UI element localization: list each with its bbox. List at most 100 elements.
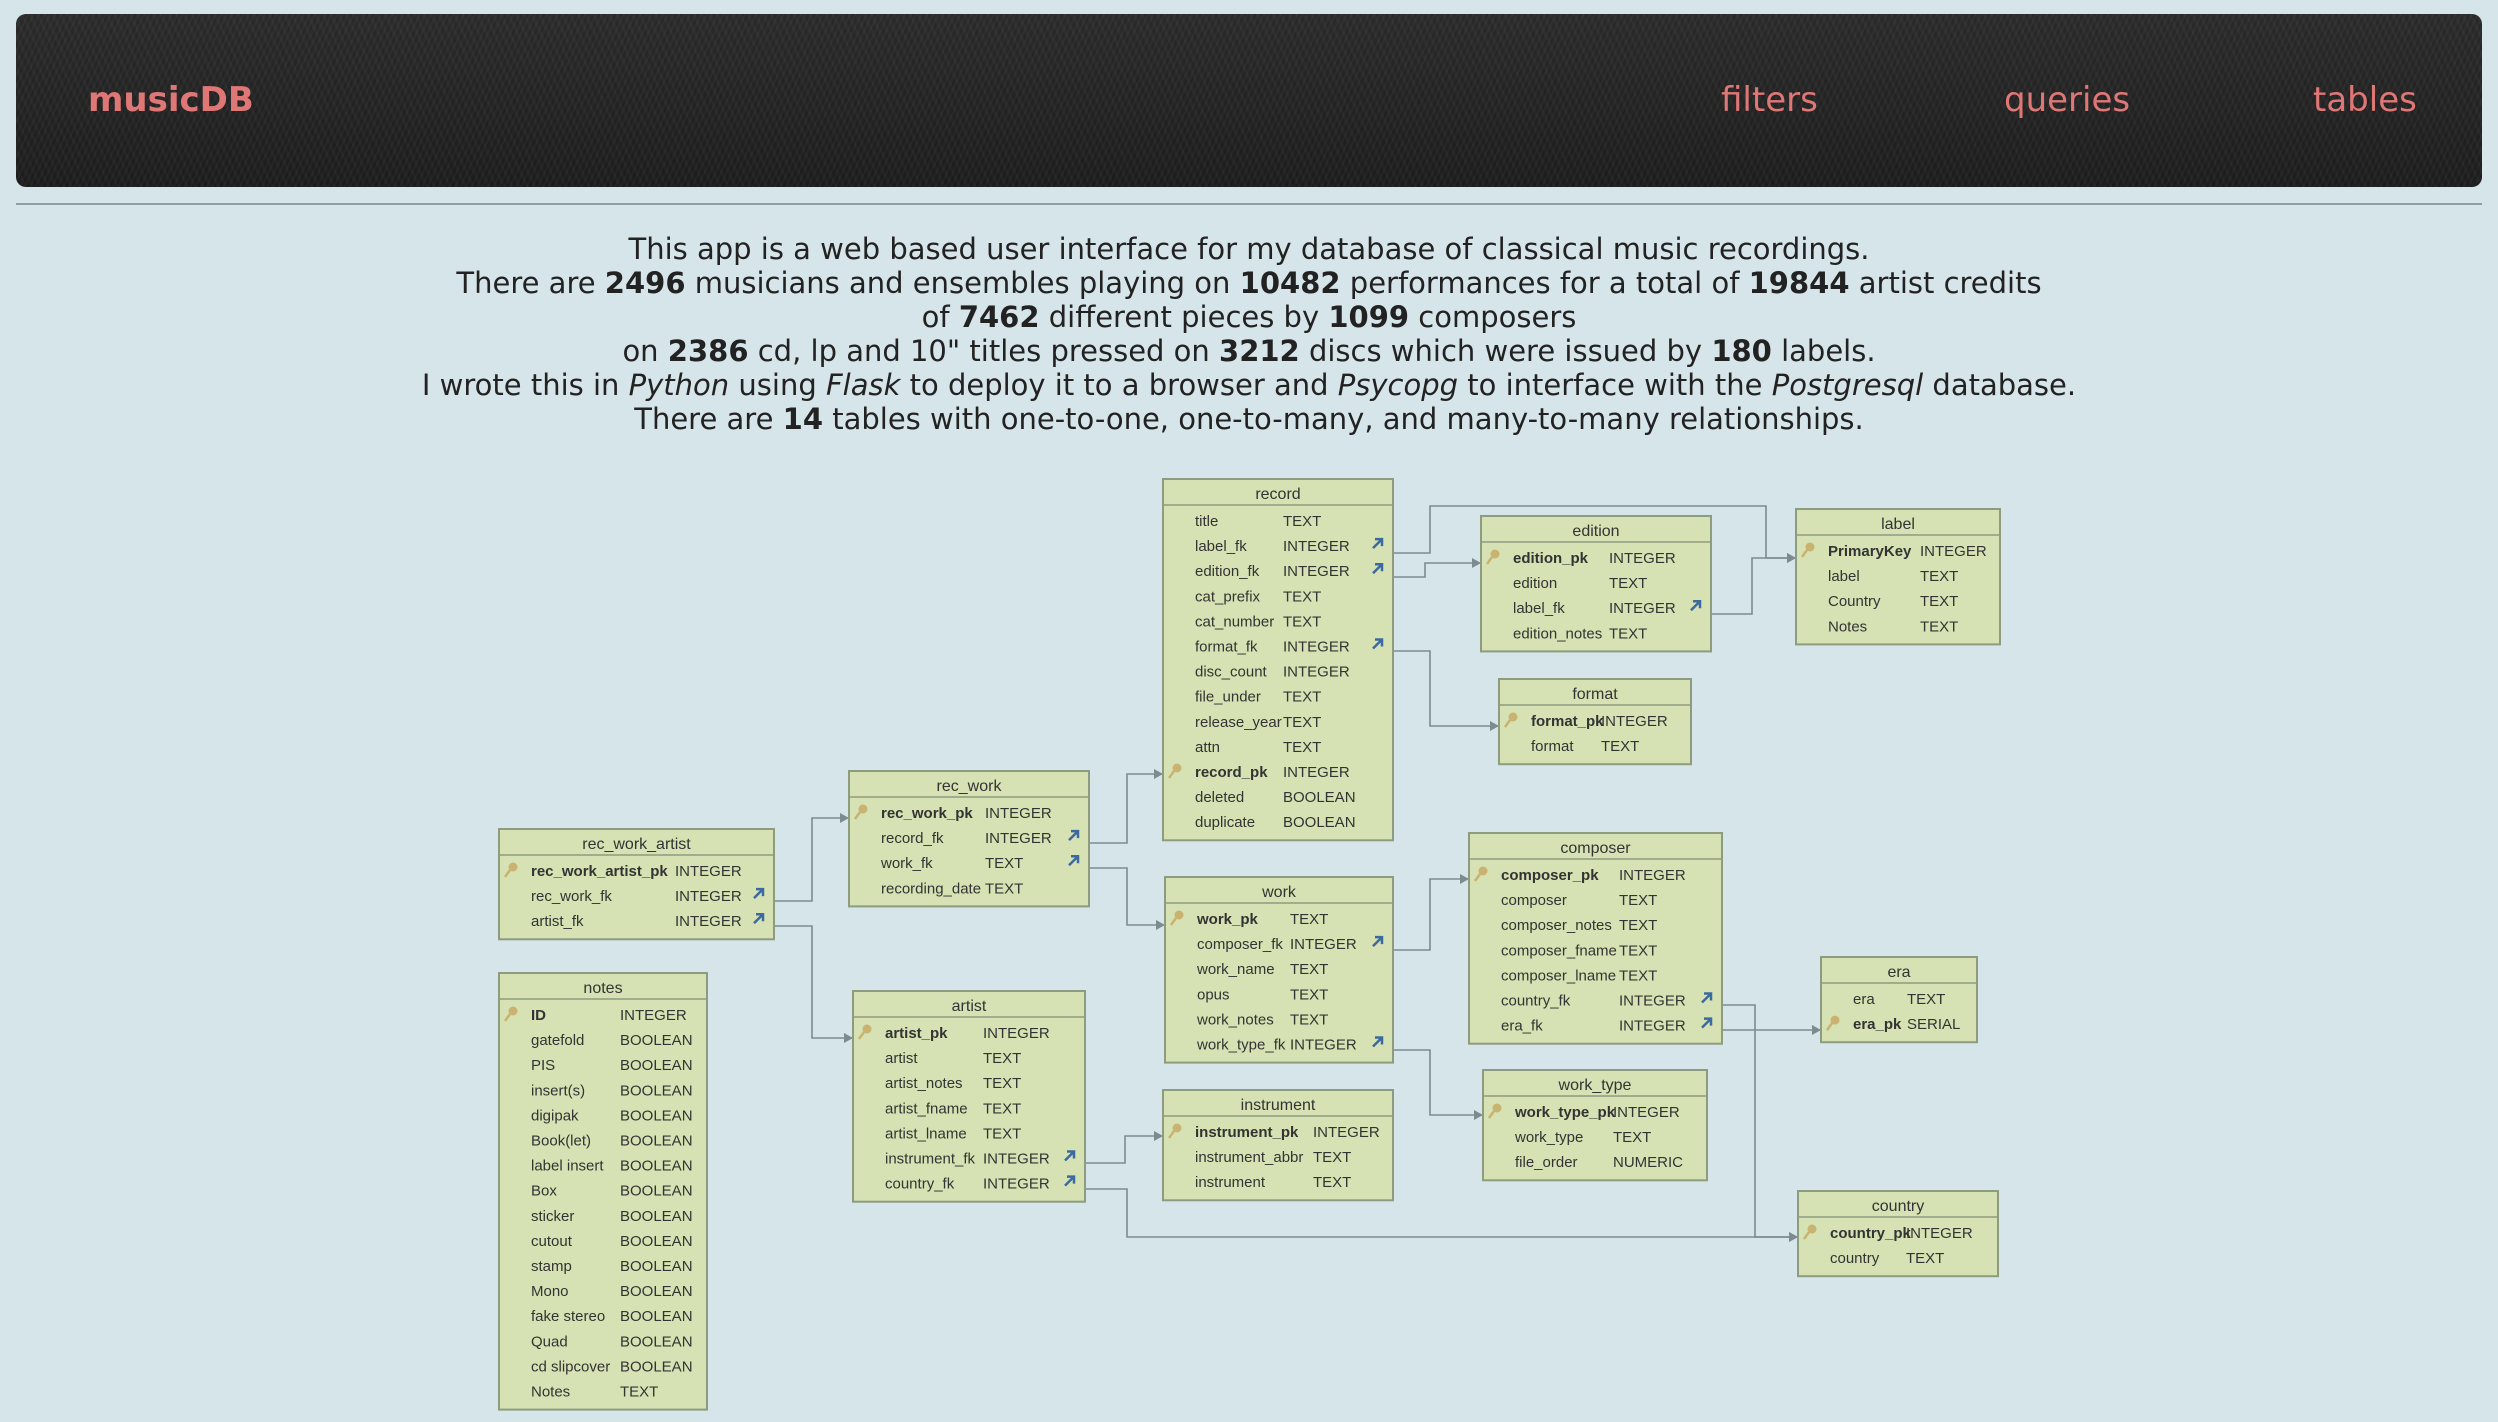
table-box [498,972,708,1411]
intro-line-6: There are 14 tables with one-to-one, one… [0,402,2498,436]
column-type: INTEGER [1283,764,1350,781]
column-name: era [1853,991,1875,1008]
foreign-key-icon [753,887,765,899]
table-name: instrument [1241,1097,1316,1114]
intro-text-fragment: artist credits [1849,266,2042,300]
column-name: instrument_pk [1195,1124,1299,1141]
column-type: NUMERIC [1613,1154,1683,1171]
table-name: format [1572,686,1618,703]
foreign-key-icon [1372,562,1384,575]
nav-queries-link[interactable]: queries [2004,80,2131,120]
column-type: INTEGER [675,913,742,930]
intro-line-5: I wrote this in Python using Flask to de… [0,368,2498,402]
column-type: TEXT [1313,1174,1351,1191]
primary-key-icon [1825,1015,1840,1031]
column-type: TEXT [1290,1011,1328,1028]
primary-key-icon [1169,910,1184,926]
column-name: duplicate [1195,814,1255,831]
table-box [1468,832,1723,1045]
intro-text-fragment: performances for a total of [1340,266,1749,300]
column-name: instrument [1195,1174,1266,1191]
column-type: TEXT [983,1075,1021,1092]
column-type: TEXT [1920,593,1958,610]
intro-text-fragment: There are [634,402,783,436]
primary-key-icon [1503,712,1518,728]
tech-python: Python [628,368,730,402]
nav-filters-link[interactable]: filters [1721,80,1818,120]
column-name: label_fk [1195,538,1247,555]
column-name: era_fk [1501,1018,1543,1035]
column-name: Mono [531,1283,569,1300]
column-name: file_under [1195,689,1261,706]
primary-key-icon [1487,1103,1502,1119]
column-name: title [1195,513,1218,530]
column-type: BOOLEAN [620,1107,693,1124]
intro-text-fragment: musicians and ensembles playing on [685,266,1240,300]
column-name: instrument_fk [885,1151,976,1168]
column-type: TEXT [1613,1129,1651,1146]
performances-count: 10482 [1239,266,1341,300]
header-divider [16,203,2482,205]
table-name: work [1261,884,1297,901]
intro-text-fragment: cd, lp and 10" titles pressed on [748,334,1220,368]
nav-tables-link[interactable]: tables [2313,80,2417,120]
column-type: INTEGER [1920,543,1987,560]
primary-key-icon [1473,866,1488,882]
brand-logo[interactable]: musicDB [88,80,254,120]
table-name: artist [952,998,987,1015]
column-name: composer_lname [1501,967,1616,984]
foreign-key-icon [1372,638,1384,650]
table-box [1162,478,1394,842]
column-type: TEXT [985,855,1023,872]
relationship-arrowhead [844,1033,853,1043]
foreign-key-icon [1064,1150,1076,1162]
column-name: cat_number [1195,613,1274,630]
column-type: SERIAL [1907,1016,1960,1033]
column-name: country [1830,1250,1880,1267]
relationship-arrowhead [1787,553,1796,563]
column-type: INTEGER [1619,993,1686,1010]
column-name: rec_work_pk [881,805,973,822]
column-name: artist_fk [531,913,584,930]
discs-count: 3212 [1219,334,1300,368]
column-type: BOOLEAN [620,1233,693,1250]
column-type: INTEGER [1283,563,1350,580]
column-name: format_pk [1531,713,1604,730]
column-name: disc_count [1195,664,1268,681]
column-name: artist_fname [885,1100,968,1117]
foreign-key-icon [1690,599,1702,612]
table-box [1162,1089,1394,1202]
column-name: cutout [531,1233,573,1250]
column-type: INTEGER [675,888,742,905]
table-name: work_type [1558,1077,1632,1094]
column-type: TEXT [1609,575,1647,592]
column-name: record_pk [1195,764,1268,781]
table-name: composer [1560,840,1631,857]
column-name: release_year [1195,714,1282,731]
column-name: artist_pk [885,1025,948,1042]
primary-key-icon [857,1024,872,1040]
foreign-key-icon [1068,829,1080,841]
column-name: Book(let) [531,1133,591,1150]
column-name: country_pk [1830,1225,1912,1242]
pieces-count: 7462 [958,300,1040,334]
column-type: TEXT [983,1100,1021,1117]
column-type: INTEGER [1613,1104,1680,1121]
relationship-line [1089,867,1165,926]
